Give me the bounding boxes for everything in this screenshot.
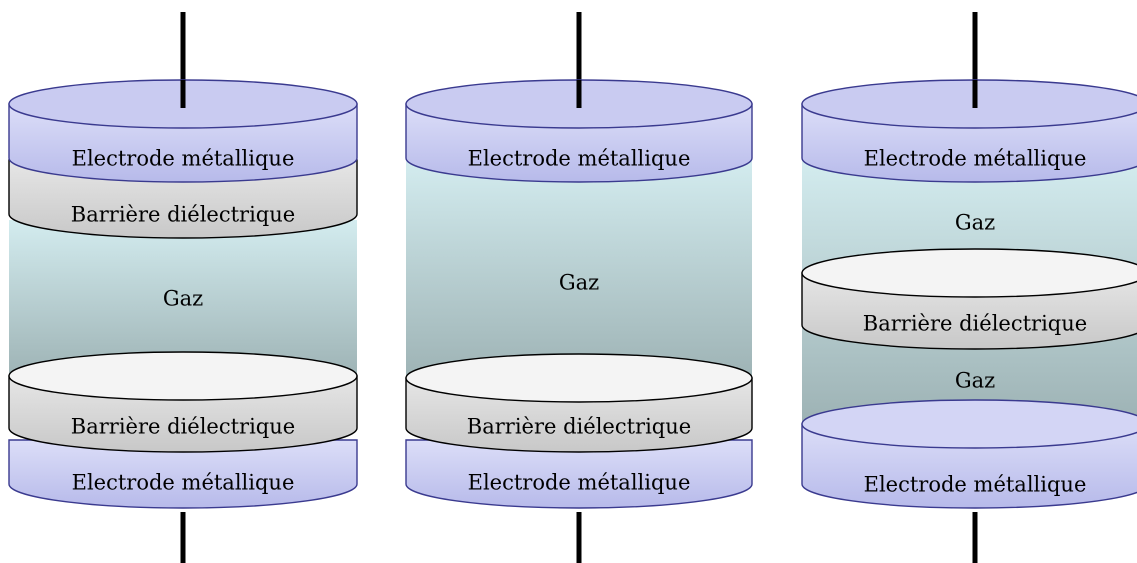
top-barrier-label: Barrière diélectrique [71, 203, 295, 227]
bottom-electrode: Electrode métallique [405, 439, 753, 509]
gas-lower-label: Gaz [955, 369, 995, 393]
bottom-barrier-label: Barrière diélectrique [467, 415, 691, 439]
top-electrode-label: Electrode métallique [864, 147, 1087, 171]
bottom-barrier-label: Barrière diélectrique [71, 415, 295, 439]
gas-upper-label: Gaz [955, 211, 995, 235]
top-electrode: Electrode métallique [801, 79, 1137, 183]
bottom-electrode-label: Electrode métallique [468, 471, 691, 495]
middle-barrier-label: Barrière diélectrique [863, 312, 1087, 336]
gas-region [406, 160, 752, 382]
gas-label: Gaz [163, 287, 203, 311]
bottom-electrode: Electrode métallique [8, 439, 358, 509]
top-electrode-label: Electrode métallique [468, 147, 691, 171]
configuration-1: Electrode métallique Barrière diélectriq… [8, 12, 358, 563]
gas-label: Gaz [559, 271, 599, 295]
configuration-3: Electrode métallique Barrière diélectriq… [801, 12, 1137, 563]
configuration-2: Electrode métallique Barrière diélectriq… [405, 12, 753, 563]
bottom-electrode: Electrode métallique [801, 399, 1137, 509]
bottom-electrode-label: Electrode métallique [864, 473, 1087, 497]
bottom-electrode-label: Electrode métallique [72, 471, 295, 495]
middle-barrier: Barrière diélectrique [801, 248, 1137, 350]
bottom-barrier: Barrière diélectrique [405, 353, 753, 453]
bottom-barrier: Barrière diélectrique [8, 351, 358, 453]
top-electrode: Electrode métallique [8, 79, 358, 183]
top-electrode-label: Electrode métallique [72, 147, 295, 171]
